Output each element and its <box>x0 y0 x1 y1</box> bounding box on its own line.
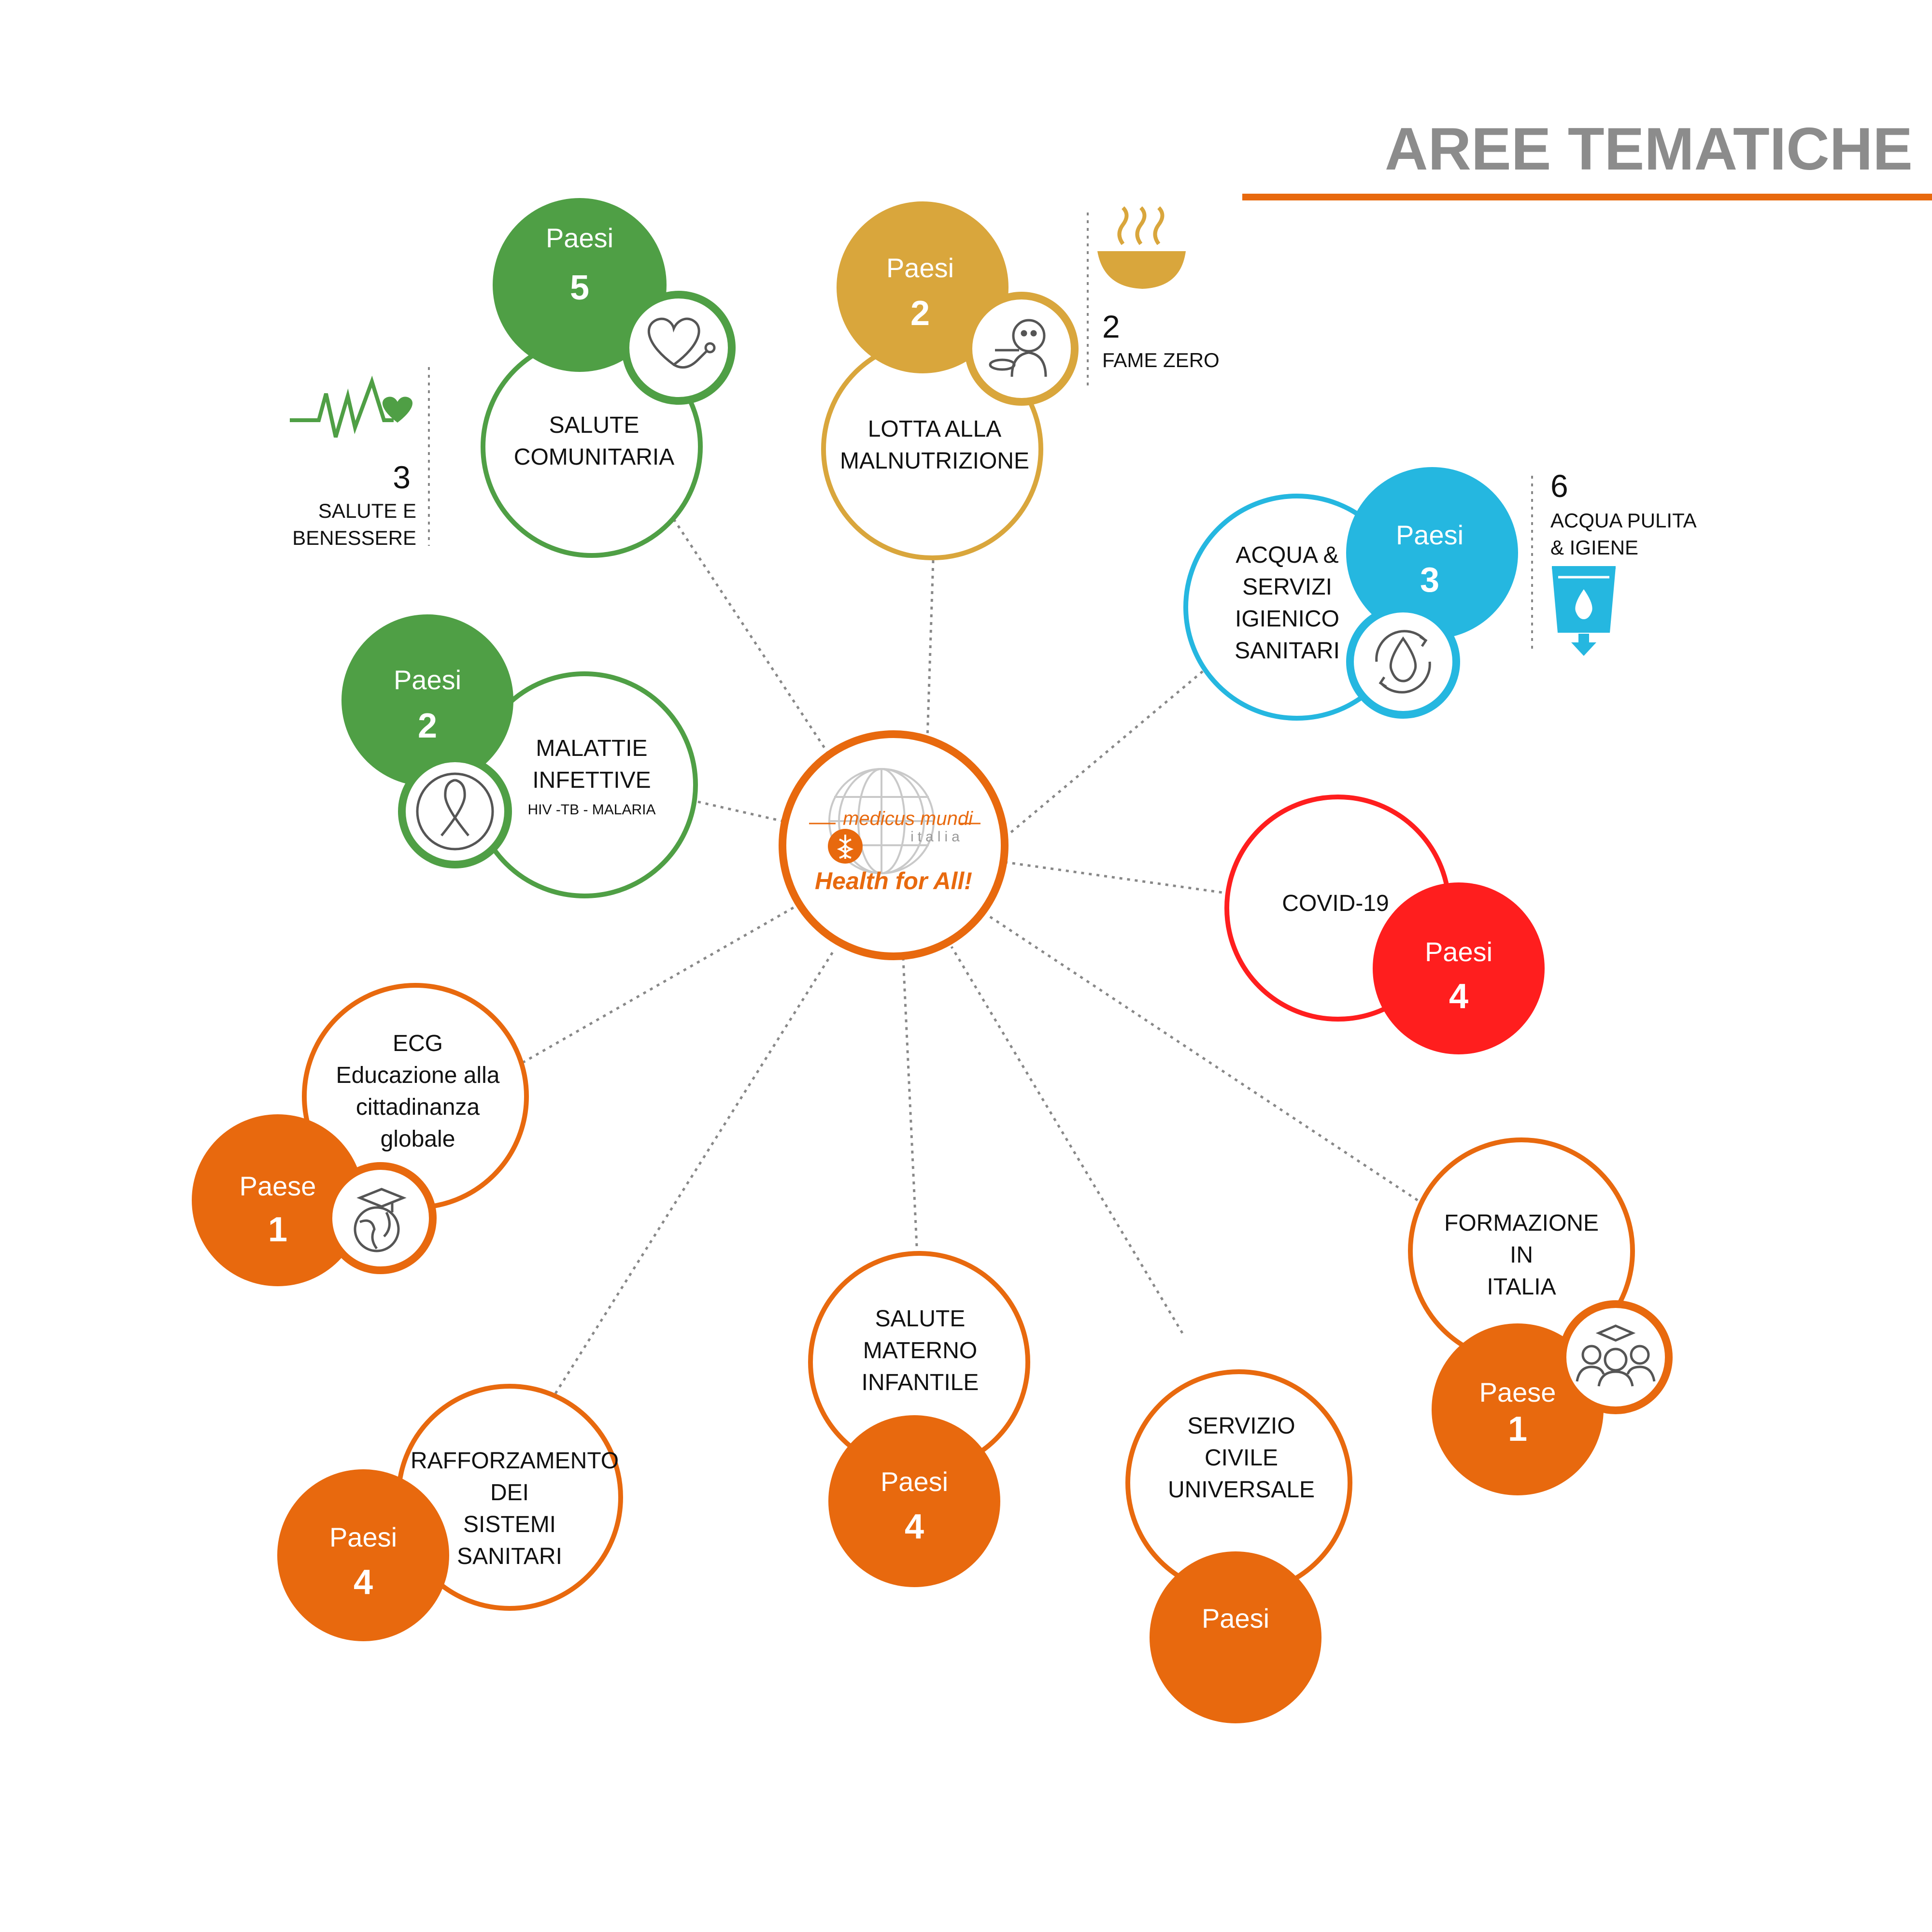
topic-label-servizio-civile: SERVIZIO CIVILE UNIVERSALE <box>1167 1413 1315 1503</box>
tagline: Health for All! <box>815 867 972 895</box>
topic-label-salute-comunitaria: SALUTE COMUNITARIA <box>513 412 675 470</box>
topic-label-covid: COVID-19 <box>1282 891 1389 916</box>
child-feeding-icon <box>989 319 1047 377</box>
connector-covid <box>1004 861 1223 894</box>
paesi-badge <box>828 1415 1000 1587</box>
page-title: AREE TEMATICHE <box>1384 116 1913 183</box>
logo-sub: italia <box>910 829 964 845</box>
paesi-badge <box>493 198 667 372</box>
paesi-count: 1 <box>268 1210 288 1249</box>
topic-label-malnutrizione: LOTTA ALLA MALNUTRIZIONE <box>839 416 1029 474</box>
paesi-count: 5 <box>569 269 590 307</box>
paesi-label: Paesi <box>1201 1603 1270 1634</box>
paesi-label: Paesi <box>1424 937 1493 967</box>
sdg2-number: 2 <box>1102 309 1120 344</box>
paesi-label: Paesi <box>880 1466 949 1497</box>
connector-ecg <box>522 904 798 1064</box>
sdg3-number: 3 <box>393 459 411 495</box>
paesi-label: Paese <box>1479 1377 1556 1407</box>
icon-badge <box>622 291 736 405</box>
paesi-label: Paesi <box>1395 520 1464 550</box>
connector-servizio <box>950 946 1184 1334</box>
connector-malnutrizione <box>926 560 935 739</box>
paesi-label: Paesi <box>329 1522 398 1552</box>
sdg6-label: ACQUA PULITA & IGIENE <box>1550 509 1697 559</box>
paesi-label: Paesi <box>886 253 954 283</box>
topic-formazione <box>1408 1137 1673 1495</box>
topic-malnutrizione <box>821 201 1079 560</box>
paesi-count: 2 <box>417 707 438 745</box>
paesi-badge <box>1373 882 1545 1054</box>
paesi-label: Paese <box>239 1171 316 1201</box>
paesi-badge <box>1150 1551 1321 1723</box>
topic-servizio-civile <box>1125 1369 1352 1723</box>
connector-acqua <box>1006 670 1204 837</box>
awareness-ribbon-icon <box>416 772 494 851</box>
water-drop-cycle-icon <box>1375 630 1431 694</box>
topic-label-materno: SALUTE MATERNO INFANTILE <box>861 1306 979 1395</box>
connectors <box>522 518 1419 1394</box>
icon-badge <box>1346 605 1460 719</box>
sdg3-label: SALUTE E BENESSERE <box>292 499 416 549</box>
topic-label-malattie: MALATTIE INFETTIVE <box>532 736 651 793</box>
topic-label-acqua: ACQUA & SERVIZI IGIENICO SANITARI <box>1235 542 1340 664</box>
food-bowl-icon <box>1097 206 1186 289</box>
connector-malattie <box>697 800 783 823</box>
paesi-label: Paesi <box>545 223 614 253</box>
paesi-badge <box>1346 467 1518 639</box>
connector-salute-comunitaria <box>672 518 831 757</box>
topic-label-rafforzamento: RAFFORZAMENTO DEI SISTEMI SANITARI <box>411 1448 619 1569</box>
students-group-icon <box>1576 1324 1656 1387</box>
connector-materno <box>902 958 918 1247</box>
paesi-count: 3 <box>1420 561 1440 599</box>
sdg6-number: 6 <box>1550 468 1568 504</box>
paesi-badge <box>277 1469 449 1641</box>
paesi-count: 4 <box>1449 977 1469 1016</box>
paesi-count: 4 <box>904 1507 924 1546</box>
connector-formazione <box>987 914 1419 1202</box>
paesi-label: Paesi <box>393 665 462 695</box>
globe-graduation-icon <box>354 1188 407 1252</box>
topic-materno <box>808 1251 1030 1587</box>
topic-rafforzamento <box>277 1384 623 1641</box>
water-glass-icon <box>1552 566 1616 656</box>
globe-icon <box>828 768 935 874</box>
topic-malattie <box>341 614 698 898</box>
paesi-badge <box>837 201 1009 373</box>
heartbeat-icon <box>290 375 413 438</box>
paesi-count: 2 <box>910 294 930 333</box>
topic-label-formazione: FORMAZIONE IN ITALIA <box>1444 1210 1599 1300</box>
paesi-count: 1 <box>1507 1410 1528 1449</box>
icon-badge <box>1559 1300 1673 1414</box>
topic-ecg <box>192 983 529 1286</box>
paesi-count: 4 <box>353 1563 373 1602</box>
topic-covid <box>1224 795 1545 1054</box>
heart-stethoscope-icon <box>648 317 716 369</box>
center-hub <box>779 730 1009 960</box>
paesi-badge <box>192 1114 364 1286</box>
paesi-badge <box>341 614 513 786</box>
logo-text: medicus mundi <box>843 808 973 829</box>
topic-acqua <box>1183 467 1518 721</box>
icon-badge <box>325 1162 437 1274</box>
topic-label-ecg: ECG Educazione alla cittadinanza globale <box>336 1031 500 1152</box>
sdg2-label: FAME ZERO <box>1102 349 1220 371</box>
topic-salute-comunitaria <box>481 198 736 558</box>
connector-rafforzamento <box>554 948 836 1394</box>
topic-sublabel-malattie: HIV -TB - MALARIA <box>527 802 656 818</box>
